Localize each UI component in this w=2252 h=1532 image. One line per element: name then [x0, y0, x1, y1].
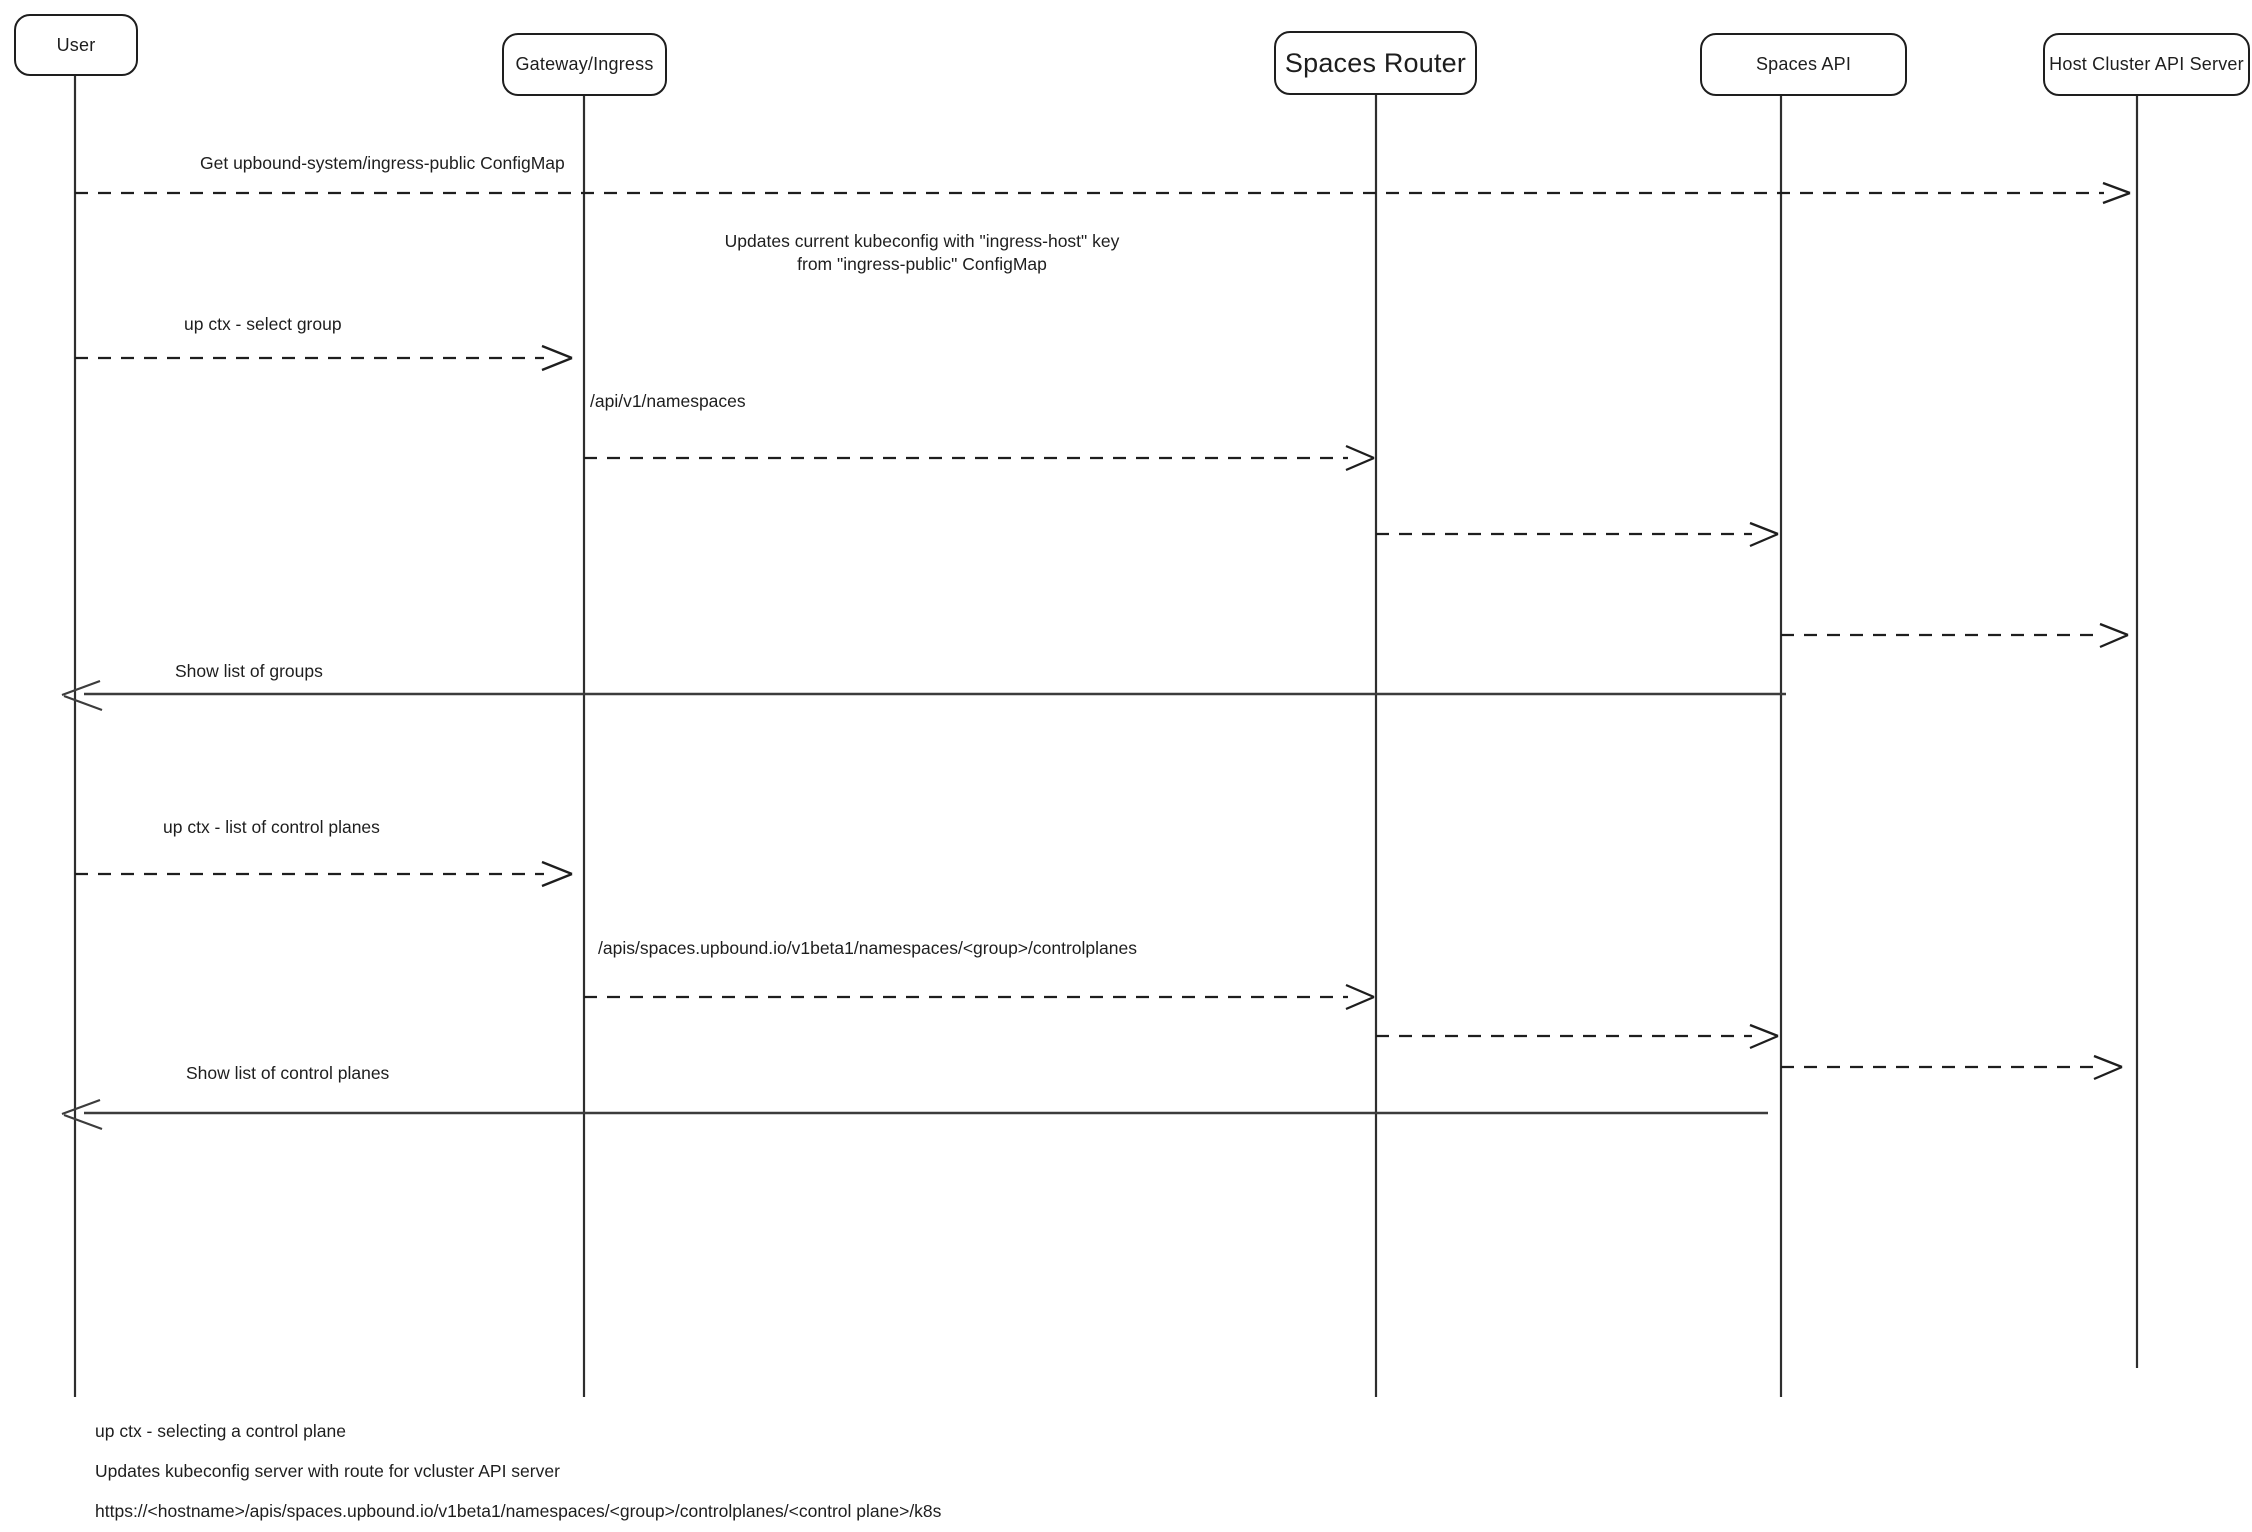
actor-user: User: [14, 14, 138, 76]
footnote-updates-kubeconfig: Updates kubeconfig server with route for…: [95, 1461, 560, 1481]
actor-spaces-api: Spaces API: [1700, 33, 1907, 96]
actor-host-cluster-api-server-label: Host Cluster API Server: [2049, 54, 2244, 74]
actor-user-label: User: [56, 34, 96, 55]
arrowhead-api-to-host-2: [2093, 1054, 2123, 1081]
arrowhead-get-configmap: [2102, 181, 2131, 205]
arrowhead-list-control-planes: [541, 860, 573, 888]
actor-spaces-router: Spaces Router: [1274, 31, 1477, 95]
footnote-vcluster-url: https://<hostname>/apis/spaces.upbound.i…: [95, 1501, 942, 1521]
actor-gateway-ingress: Gateway/Ingress: [502, 33, 667, 96]
message-api-namespaces: /api/v1/namespaces: [590, 391, 746, 411]
lifelines: [73, 76, 2139, 1397]
message-show-control-planes: Show list of control planes: [186, 1063, 390, 1083]
message-select-group: up ctx - select group: [184, 314, 342, 334]
actor-gateway-ingress-label: Gateway/Ingress: [515, 54, 654, 74]
arrowhead-show-groups: [61, 679, 103, 712]
message-list-control-planes: up ctx - list of control planes: [163, 817, 380, 837]
actor-spaces-router-label: Spaces Router: [1284, 47, 1467, 78]
arrowhead-select-group: [541, 344, 573, 372]
message-get-configmap: Get upbound-system/ingress-public Config…: [200, 153, 565, 173]
message-show-groups: Show list of groups: [175, 661, 323, 681]
arrowhead-router-to-api-1: [1749, 521, 1779, 548]
arrowhead-router-to-api-2: [1749, 1023, 1779, 1050]
footnote-selecting-control-plane: up ctx - selecting a control plane: [95, 1421, 346, 1441]
dashed-arrows: [75, 181, 2131, 1081]
note-kubeconfig-line1: Updates current kubeconfig with "ingress…: [724, 231, 1120, 251]
message-api-controlplanes: /apis/spaces.upbound.io/v1beta1/namespac…: [598, 938, 1137, 958]
note-kubeconfig-line2: from "ingress-public" ConfigMap: [797, 254, 1047, 274]
solid-arrows: [61, 679, 1786, 1131]
arrowhead-show-control-planes: [61, 1098, 103, 1131]
arrowhead-api-controlplanes: [1345, 983, 1375, 1011]
arrowhead-api-to-host-1: [2099, 622, 2129, 649]
arrowhead-api-namespaces: [1345, 444, 1375, 472]
actor-host-cluster-api-server: Host Cluster API Server: [2043, 33, 2250, 96]
actor-spaces-api-label: Spaces API: [1755, 54, 1852, 74]
